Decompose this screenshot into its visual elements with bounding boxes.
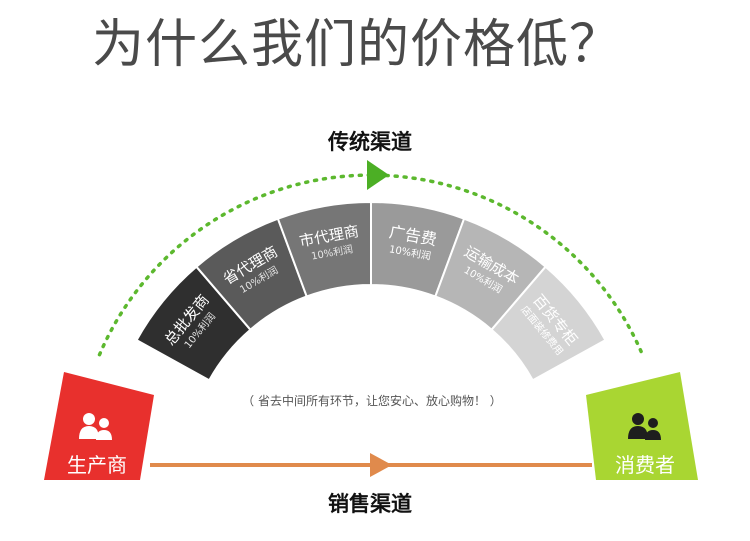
middleman-segments: 总批发商10%利润省代理商10%利润市代理商10%利润广告费10%利润运输成本1… [135,200,607,382]
page-title: 为什么我们的价格低？ [92,15,623,75]
traditional-channel-arrow [367,160,389,190]
people-icon [79,413,112,440]
traditional-channel-label: 传统渠道 [328,130,412,154]
savings-note: （ 省去中间所有环节，让您安心、放心购物！ ） [242,394,502,408]
producer-label: 生产商 [67,453,127,477]
sales-channel-label: 销售渠道 [328,492,412,516]
sales-channel-arrow [370,453,392,477]
segment-6 [490,265,607,382]
producer-block: 生产商 [44,372,154,480]
consumer-block: 消费者 [586,372,698,480]
people-icon [628,413,661,440]
consumer-label: 消费者 [615,453,675,477]
